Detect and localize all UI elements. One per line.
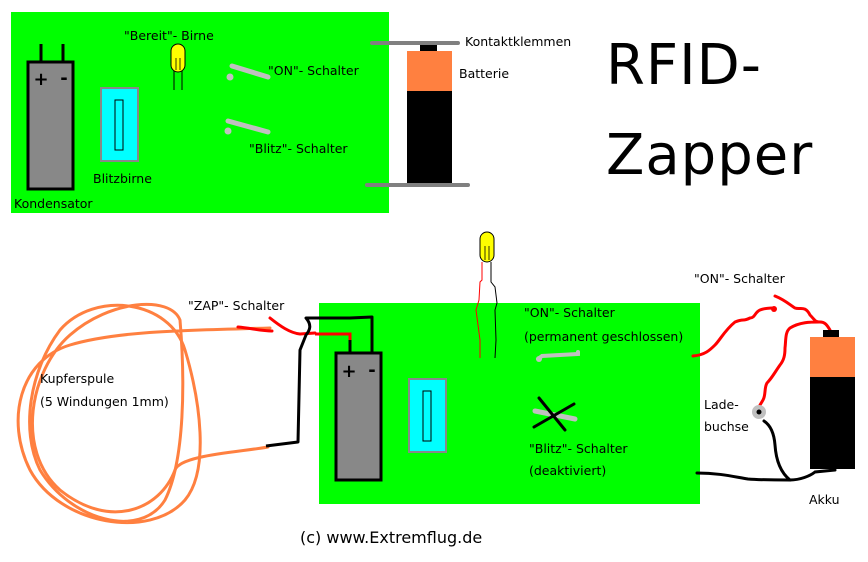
top-battery — [407, 44, 452, 185]
title-line-1: RFID- — [606, 33, 762, 98]
charge-socket — [752, 405, 766, 419]
zap-switch-lever — [268, 316, 317, 336]
label-coil-line-2: (5 Windungen 1mm) — [40, 394, 169, 409]
top-flash-bulb — [100, 87, 139, 162]
label-coil-line-1: Kupferspule — [40, 371, 115, 386]
title-line-2: Zapper — [606, 123, 814, 188]
label-zap-switch: "ZAP"- Schalter — [188, 298, 285, 313]
external-on-switch-wire-left — [691, 306, 775, 358]
bottom-capacitor-plus: + — [341, 361, 356, 382]
coil-red-wire — [236, 325, 274, 333]
label-bottom-flash-switch-line-1: "Blitz"- Schalter — [529, 441, 628, 456]
top-capacitor: + - — [26, 44, 75, 191]
top-capacitor-plus: + — [33, 69, 48, 90]
label-top-flash-switch: "Blitz"- Schalter — [249, 141, 348, 156]
label-battery: Batterie — [459, 66, 510, 81]
bottom-capacitor-minus: - — [368, 360, 375, 381]
rechargeable-battery — [810, 330, 855, 469]
label-bottom-on-switch-line-2: (permanent geschlossen) — [524, 329, 684, 344]
label-external-on-switch: "ON"- Schalter — [694, 271, 785, 286]
label-charge-socket-line-2: buchse — [704, 419, 749, 434]
label-rechargeable-battery: Akku — [809, 492, 840, 507]
copyright-footer: (c) www.Extremflug.de — [300, 528, 483, 547]
label-top-on-switch: "ON"- Schalter — [268, 63, 359, 78]
top-on-switch — [226, 63, 271, 81]
label-contact-clamps: Kontaktklemmen — [465, 34, 572, 49]
label-bottom-flash-switch-line-2: (deaktiviert) — [529, 463, 607, 478]
label-charge-socket-line-1: Lade- — [704, 397, 739, 412]
label-top-capacitor: Kondensator — [14, 196, 93, 211]
top-capacitor-minus: - — [60, 68, 67, 89]
bottom-flash-bulb — [408, 378, 447, 453]
label-top-flash-bulb: Blitzbirne — [93, 171, 152, 186]
bottom-flash-switch-deactivated — [532, 396, 578, 432]
label-ready-bulb: "Bereit"- Birne — [124, 28, 214, 43]
copper-coil — [16, 302, 272, 525]
bottom-return-wire — [695, 468, 837, 482]
coil-black-wire — [265, 315, 374, 448]
top-ready-bulb — [170, 43, 186, 90]
external-on-switch-wire-right — [773, 294, 832, 332]
bottom-on-switch — [536, 350, 580, 362]
battery-to-charge-socket-wire — [758, 320, 822, 407]
charge-socket-ground-wire — [762, 419, 792, 482]
bottom-capacitor: + - — [334, 351, 383, 482]
bottom-ready-bulb — [475, 231, 498, 359]
top-flash-switch — [224, 118, 271, 135]
label-bottom-on-switch-line-1: "ON"- Schalter — [524, 305, 615, 320]
